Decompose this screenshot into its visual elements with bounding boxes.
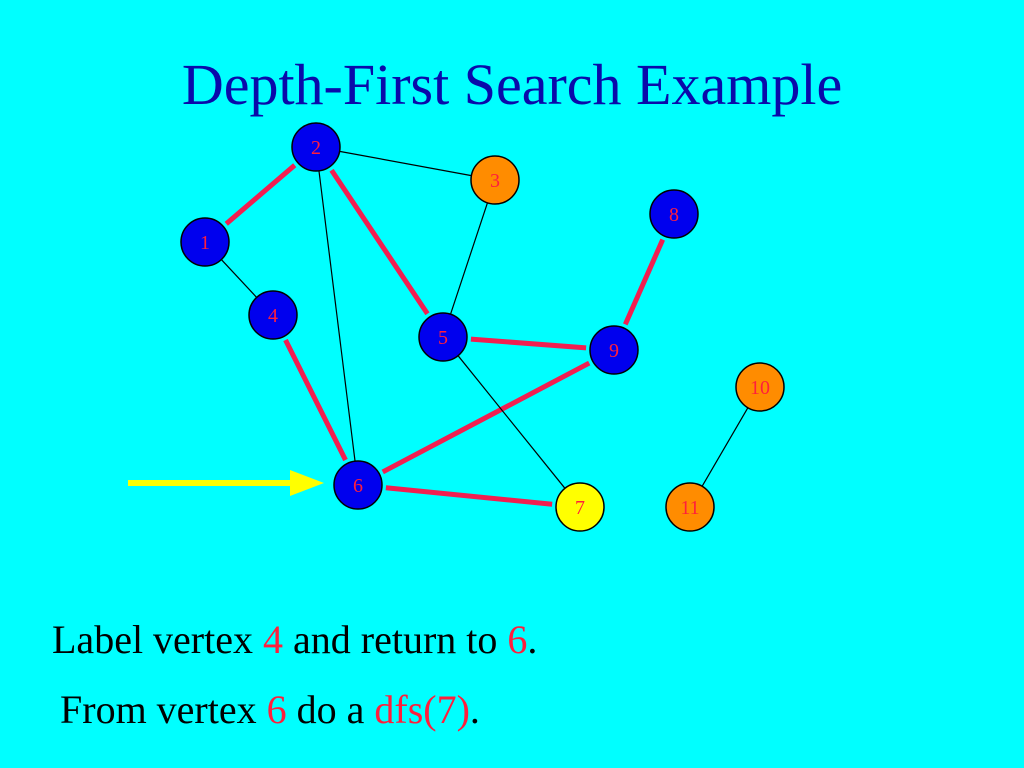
vertex-9-label: 9 (609, 340, 619, 362)
vertex-5-label: 5 (438, 327, 448, 349)
caption-2-highlight-vertex-6: 6 (266, 687, 287, 732)
vertex-4: 4 (248, 290, 298, 340)
edges-layer (220, 150, 749, 507)
vertex-7: 7 (555, 482, 605, 532)
caption-1-text-a: Label vertex (52, 617, 263, 662)
vertex-8-circle (649, 189, 699, 239)
vertices-layer: 1 2 3 4 5 6 7 8 9 10 11 (180, 122, 785, 532)
vertex-1-circle (180, 217, 230, 267)
vertex-9-circle (589, 325, 639, 375)
caption-1-highlight-vertex-6: 6 (507, 617, 528, 662)
vertex-10-circle (735, 362, 785, 412)
vertex-7-circle (555, 482, 605, 532)
vertex-10: 10 (735, 362, 785, 412)
edge-2-3 (339, 150, 472, 177)
edge-3-5 (449, 202, 489, 315)
vertex-5-circle (418, 312, 468, 362)
vertex-1-label: 1 (200, 232, 210, 254)
vertex-3-circle (470, 155, 520, 205)
tree-edge-9-8 (623, 238, 665, 326)
caption-line-2: From vertex 6 do a dfs(7). (60, 686, 480, 734)
tree-edge-6-7 (385, 485, 553, 507)
edge-10-11 (701, 407, 749, 487)
vertex-4-circle (248, 290, 298, 340)
vertex-2-circle (291, 122, 341, 172)
caption-line-1: Label vertex 4 and return to 6. (52, 616, 537, 664)
caption-2-period: . (469, 687, 480, 732)
vertex-11: 11 (665, 482, 715, 532)
vertex-2: 2 (291, 122, 341, 172)
vertex-8: 8 (649, 189, 699, 239)
vertex-6-label: 6 (353, 475, 363, 497)
vertex-11-circle (665, 482, 715, 532)
vertex-9: 9 (589, 325, 639, 375)
tree-edge-9-6 (381, 360, 591, 475)
vertex-11-label: 11 (680, 497, 699, 519)
dfs-graph-diagram: 1 2 3 4 5 6 7 8 9 10 11 (128, 122, 785, 532)
vertex-4-label: 4 (268, 305, 278, 327)
vertex-3-label: 3 (490, 170, 500, 192)
caption-2-text-b: do a (286, 687, 375, 732)
edge-5-7 (457, 355, 566, 489)
tree-edge-2-5 (329, 168, 430, 316)
caption-2-text-a: From vertex (60, 687, 267, 732)
caption-1-period: . (527, 617, 538, 662)
caption-2-highlight-dfs-call: dfs(7) (374, 687, 470, 732)
arrow-layer (128, 470, 324, 496)
slide-title: Depth-First Search Example (181, 52, 843, 117)
vertex-7-label: 7 (575, 497, 585, 519)
edge-1-4 (220, 259, 258, 298)
tree-edge-5-9 (470, 336, 587, 351)
vertex-5: 5 (418, 312, 468, 362)
tree-edge-6-4 (283, 338, 348, 462)
tree-edge-1-2 (224, 163, 297, 226)
caption-1-highlight-vertex-4: 4 (263, 617, 283, 662)
edge-2-6 (318, 170, 356, 462)
vertex-6-circle (333, 460, 383, 510)
vertex-8-label: 8 (669, 204, 679, 226)
vertex-6: 6 (333, 460, 383, 510)
vertex-10-label: 10 (750, 377, 770, 399)
caption-1-text-b: and return to (283, 617, 508, 662)
vertex-2-label: 2 (311, 137, 321, 159)
vertex-1: 1 (180, 217, 230, 267)
vertex-3: 3 (470, 155, 520, 205)
pointer-arrow-head (290, 470, 324, 496)
